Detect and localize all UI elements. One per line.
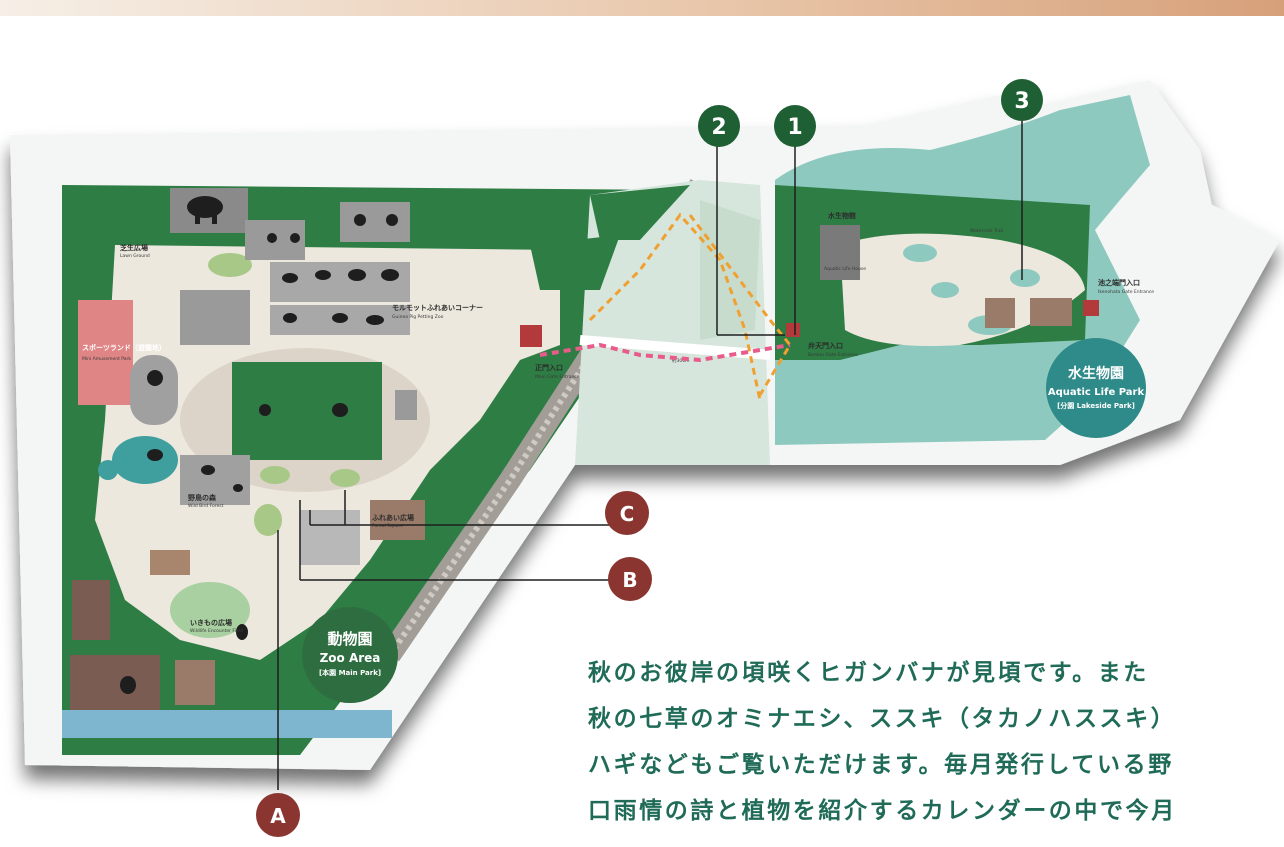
svg-text:芝生広場: 芝生広場 <box>120 243 148 252</box>
svg-text:水生物館: 水生物館 <box>828 211 856 220</box>
orange-route-2 <box>688 214 792 396</box>
marker-3[interactable]: 3 <box>1001 79 1043 121</box>
pink-route <box>539 342 791 363</box>
aquatic-area-map[interactable]: 水生物館 Aquatic Life House 弁天門入口 Benten Gat… <box>775 95 1154 445</box>
svg-text:Benten Gate Entrance: Benten Gate Entrance <box>808 352 858 358</box>
notice-line-3: ハギなどもご覧いただけます。毎月発行している野 <box>588 752 1174 778</box>
monkey-enclosure[interactable] <box>130 355 178 425</box>
aquatic-life-house[interactable] <box>820 225 860 280</box>
marker-a[interactable]: A <box>256 793 300 837</box>
center-field <box>232 362 382 460</box>
monkey-icon <box>147 370 163 386</box>
svg-text:池之端門入口: 池之端門入口 <box>1098 278 1140 287</box>
svg-text:Aquatic Life Park: Aquatic Life Park <box>1048 387 1145 398</box>
svg-text:Guinea Pig Petting Zoo: Guinea Pig Petting Zoo <box>392 314 444 320</box>
svg-text:Wild Bird Forest: Wild Bird Forest <box>188 503 224 509</box>
marker-2[interactable]: 2 <box>698 105 740 147</box>
svg-text:1: 1 <box>787 115 802 140</box>
callout-lines <box>277 120 1023 790</box>
svg-text:Aquatic Life House: Aquatic Life House <box>824 266 866 272</box>
svg-text:水生物園: 水生物園 <box>1068 365 1124 382</box>
svg-text:約300m: 約300m <box>672 357 689 364</box>
seasonal-notice-text: 秋のお彼岸の頃咲くヒガンバナが見頃です。また 秋の七草のオミナエシ、ススキ（タカ… <box>588 650 1278 834</box>
zoo-area-map[interactable]: 正門入口 Main Gate Entrance 芝生広場 Lawn Ground… <box>62 179 710 755</box>
elephant-icon <box>187 196 223 218</box>
deer-icon <box>332 403 348 417</box>
svg-text:Fureai Square: Fureai Square <box>372 523 403 529</box>
svg-text:A: A <box>270 804 286 828</box>
top-decorative-strip <box>0 0 1284 16</box>
svg-text:Lawn Ground: Lawn Ground <box>120 253 150 259</box>
beetle-icon <box>236 624 248 640</box>
svg-text:Zoo Area: Zoo Area <box>320 651 381 665</box>
svg-text:[本園 Main Park]: [本園 Main Park] <box>319 668 381 677</box>
zoo-bottom-canal <box>62 710 392 738</box>
routes <box>539 212 792 401</box>
svg-text:Main Gate Entrance: Main Gate Entrance <box>535 374 580 380</box>
bird-icon <box>259 404 271 416</box>
marker-1[interactable]: 1 <box>774 105 816 147</box>
svg-text:いきもの広場: いきもの広場 <box>190 618 232 627</box>
main-gate-icon[interactable] <box>520 325 542 347</box>
marker-b[interactable]: B <box>608 557 652 601</box>
pelican-pool <box>112 436 178 484</box>
svg-text:動物園: 動物園 <box>327 630 372 648</box>
svg-text:Wildlife Encounter Field: Wildlife Encounter Field <box>190 628 243 634</box>
wildlife-field <box>170 582 250 638</box>
svg-text:スポーツランド（遊園地）: スポーツランド（遊園地） <box>82 343 166 352</box>
orange-route-1 <box>588 212 762 401</box>
svg-text:弁天門入口: 弁天門入口 <box>808 341 843 350</box>
aquatic-area-badge[interactable]: 水生物園 Aquatic Life Park [分園 Lakeside Park… <box>1046 338 1146 438</box>
svg-text:3: 3 <box>1014 89 1029 114</box>
main-gate-label: 正門入口 <box>535 363 563 372</box>
svg-text:C: C <box>620 502 635 526</box>
sports-land[interactable] <box>78 300 133 405</box>
marker-c[interactable]: C <box>605 491 649 535</box>
svg-text:2: 2 <box>711 115 726 140</box>
svg-text:Mini Amusement Park: Mini Amusement Park <box>82 356 131 362</box>
notice-line-2: 秋の七草のオミナエシ、ススキ（タカノハススキ） <box>588 706 1177 732</box>
svg-text:野鳥の森: 野鳥の森 <box>188 493 217 502</box>
svg-text:Ikenohata Gate Entrance: Ikenohata Gate Entrance <box>1098 289 1154 295</box>
svg-text:Waterside Trail: Waterside Trail <box>970 228 1003 234</box>
svg-text:[分園 Lakeside Park]: [分園 Lakeside Park] <box>1057 401 1135 410</box>
notice-line-4: 口雨情の詩と植物を紹介するカレンダーの中で今月 <box>588 798 1177 824</box>
svg-text:B: B <box>622 568 637 592</box>
zoo-area-badge[interactable]: 動物園 Zoo Area [本園 Main Park] <box>302 607 398 703</box>
benten-gate-icon[interactable] <box>786 323 800 337</box>
ikenohata-gate-icon[interactable] <box>1083 300 1099 316</box>
svg-text:ふれあい広場: ふれあい広場 <box>372 513 414 522</box>
svg-text:モルモットふれあいコーナー: モルモットふれあいコーナー <box>392 303 483 312</box>
notice-line-1: 秋のお彼岸の頃咲くヒガンバナが見頃です。また <box>588 660 1149 686</box>
animal-icons <box>120 196 399 694</box>
middle-area-map: 約300m <box>530 180 771 465</box>
